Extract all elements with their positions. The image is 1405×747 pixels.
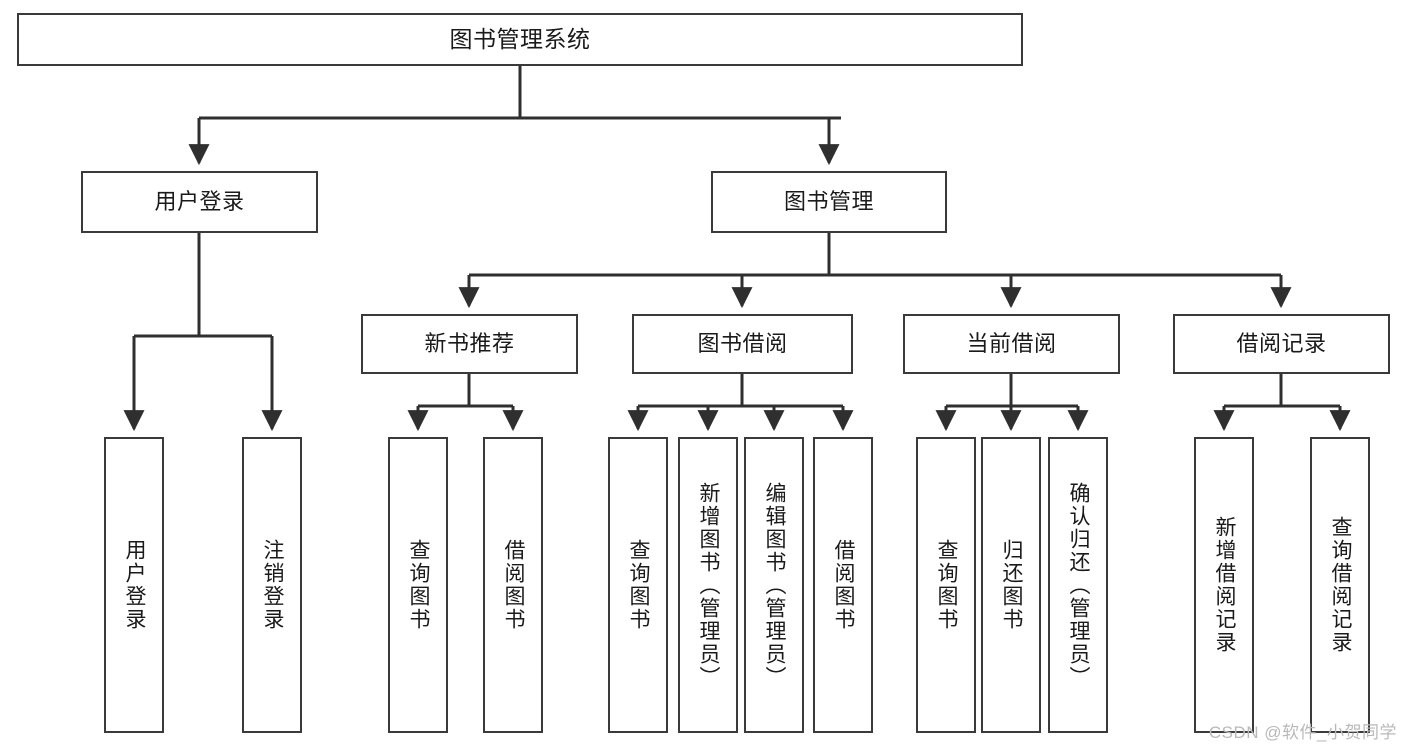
node-leaf-borrow-book-label: 借阅图书 — [832, 539, 856, 631]
node-leaf-query-book-cur-label: 查询图书 — [935, 539, 959, 631]
node-leaf-add-book[interactable]: 新增图书（管理员） — [678, 437, 738, 733]
node-borrow-record-label: 借阅记录 — [1236, 331, 1327, 357]
node-leaf-query-book-rec[interactable]: 查询图书 — [388, 437, 448, 733]
node-current-borrow-label: 当前借阅 — [966, 331, 1057, 357]
node-leaf-query-book-borrow-label: 查询图书 — [627, 539, 651, 631]
node-leaf-borrow-book-rec-label: 借阅图书 — [502, 539, 526, 631]
node-borrow-record[interactable]: 借阅记录 — [1173, 314, 1390, 374]
node-book-management[interactable]: 图书管理 — [711, 171, 947, 233]
node-leaf-add-book-label: 新增图书（管理员） — [697, 481, 721, 689]
node-book-borrow[interactable]: 图书借阅 — [632, 314, 853, 374]
node-leaf-add-record[interactable]: 新增借阅记录 — [1194, 437, 1254, 733]
node-leaf-edit-book[interactable]: 编辑图书（管理员） — [744, 437, 804, 733]
node-leaf-query-book-rec-label: 查询图书 — [407, 539, 431, 631]
node-current-borrow[interactable]: 当前借阅 — [903, 314, 1120, 374]
node-new-book-recommend-label: 新书推荐 — [424, 331, 515, 357]
node-leaf-logout-label: 注销登录 — [261, 539, 285, 631]
node-user-login-label: 用户登录 — [154, 189, 245, 215]
node-book-borrow-label: 图书借阅 — [697, 331, 788, 357]
node-user-login[interactable]: 用户登录 — [81, 171, 318, 233]
node-leaf-borrow-book-rec[interactable]: 借阅图书 — [483, 437, 543, 733]
node-leaf-confirm-return-label: 确认归还（管理员） — [1067, 481, 1091, 689]
node-leaf-return-book[interactable]: 归还图书 — [981, 437, 1041, 733]
node-leaf-query-record-label: 查询借阅记录 — [1329, 516, 1353, 654]
node-book-management-label: 图书管理 — [783, 189, 874, 215]
node-root[interactable]: 图书管理系统 — [17, 13, 1023, 66]
node-leaf-query-book-borrow[interactable]: 查询图书 — [608, 437, 668, 733]
node-leaf-borrow-book[interactable]: 借阅图书 — [813, 437, 873, 733]
node-leaf-confirm-return[interactable]: 确认归还（管理员） — [1048, 437, 1108, 733]
node-leaf-user-login[interactable]: 用户登录 — [104, 437, 164, 733]
node-leaf-query-record[interactable]: 查询借阅记录 — [1310, 437, 1370, 733]
node-new-book-recommend[interactable]: 新书推荐 — [361, 314, 578, 374]
node-leaf-return-book-label: 归还图书 — [1000, 539, 1024, 631]
watermark-text: CSDN @软件_小贺同学 — [1208, 723, 1397, 742]
node-leaf-add-record-label: 新增借阅记录 — [1213, 516, 1237, 654]
node-leaf-query-book-cur[interactable]: 查询图书 — [916, 437, 976, 733]
node-root-label: 图书管理系统 — [449, 25, 591, 52]
node-leaf-logout[interactable]: 注销登录 — [242, 437, 302, 733]
node-leaf-edit-book-label: 编辑图书（管理员） — [763, 481, 787, 689]
node-leaf-user-login-label: 用户登录 — [123, 539, 147, 631]
